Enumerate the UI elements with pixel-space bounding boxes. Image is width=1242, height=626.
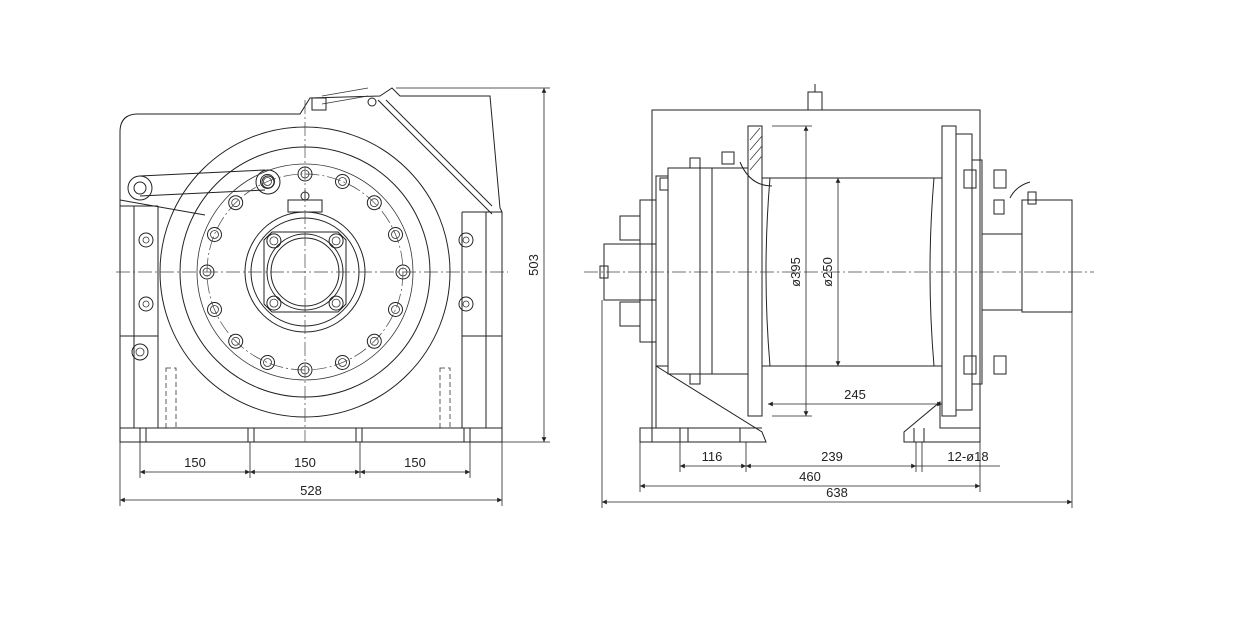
- drum-left-flange: [747, 125, 763, 417]
- dim-drum-dia: ø250: [820, 257, 835, 287]
- bolt-icon: [263, 177, 272, 186]
- flange-hatch: [749, 127, 763, 171]
- front-housing-outline: [119, 87, 503, 443]
- dim-spacing-3: 150: [404, 455, 426, 470]
- dim-bolt-holes: 12-ø18: [947, 449, 988, 464]
- bolt-icon: [260, 174, 275, 189]
- gearbox-body: [667, 167, 749, 375]
- dim-drum-flange-dia: ø395: [788, 257, 803, 287]
- dim-total-length: 638: [826, 485, 848, 500]
- bolt-icon: [328, 233, 344, 249]
- bolt-icon: [369, 198, 379, 208]
- bolt-icon: [331, 298, 341, 308]
- bolt-icon: [260, 355, 275, 370]
- front-dimensions: 150 150 150 528 503: [119, 87, 550, 506]
- bolt-icon: [328, 295, 344, 311]
- dim-spacing-1: 150: [184, 455, 206, 470]
- bolt-icon: [391, 230, 400, 239]
- bolt-icon: [207, 302, 222, 317]
- dim-front-width: 528: [300, 483, 322, 498]
- motor-flange: [639, 199, 657, 343]
- bolt-icon: [210, 305, 219, 314]
- bolt-icon: [338, 358, 347, 367]
- left-lever: [139, 169, 266, 177]
- bolt-icon: [263, 358, 272, 367]
- bolt-icon: [335, 174, 350, 189]
- bolt-icon: [266, 295, 282, 311]
- bolt-icon: [266, 233, 282, 249]
- bolt-icon: [338, 177, 347, 186]
- brake-lever: [377, 99, 485, 207]
- bolt-icon: [388, 227, 403, 242]
- bolt-icon: [228, 333, 244, 349]
- dim-spacing-2: 150: [294, 455, 316, 470]
- bolt-icon: [366, 195, 382, 211]
- front-view: [116, 87, 508, 443]
- drum-right-flange: [941, 125, 957, 417]
- dim-height: 503: [526, 254, 541, 276]
- bolt-icon: [391, 305, 400, 314]
- side-frame: [651, 109, 981, 442]
- front-mount-bolts: [131, 232, 474, 361]
- bolt-icon: [207, 227, 222, 242]
- dim-mount-span: 239: [821, 449, 843, 464]
- dim-base-offset: 116: [702, 449, 723, 464]
- bolt-icon: [210, 230, 219, 239]
- bolt-icon: [231, 336, 241, 346]
- front-foot-marks: [139, 428, 471, 442]
- bolt-icon: [366, 333, 382, 349]
- bolt-icon: [231, 198, 241, 208]
- bolt-icon: [388, 302, 403, 317]
- dim-base-length: 460: [799, 469, 821, 484]
- bolt-icon: [335, 355, 350, 370]
- bolt-icon: [369, 336, 379, 346]
- gearbox-flange: [655, 175, 669, 367]
- left-base: [639, 365, 767, 443]
- dim-drum-length: 245: [844, 387, 866, 402]
- bolt-icon: [228, 195, 244, 211]
- bolt-icon: [269, 236, 279, 246]
- side-view: ø395 ø250 245: [584, 84, 1094, 443]
- bolt-icon: [331, 236, 341, 246]
- brake-unit: [1021, 199, 1073, 313]
- inner-bolts: [266, 233, 344, 311]
- bolt-icon: [269, 298, 279, 308]
- side-dimensions: 116 239 12-ø18 460 638: [601, 300, 1073, 508]
